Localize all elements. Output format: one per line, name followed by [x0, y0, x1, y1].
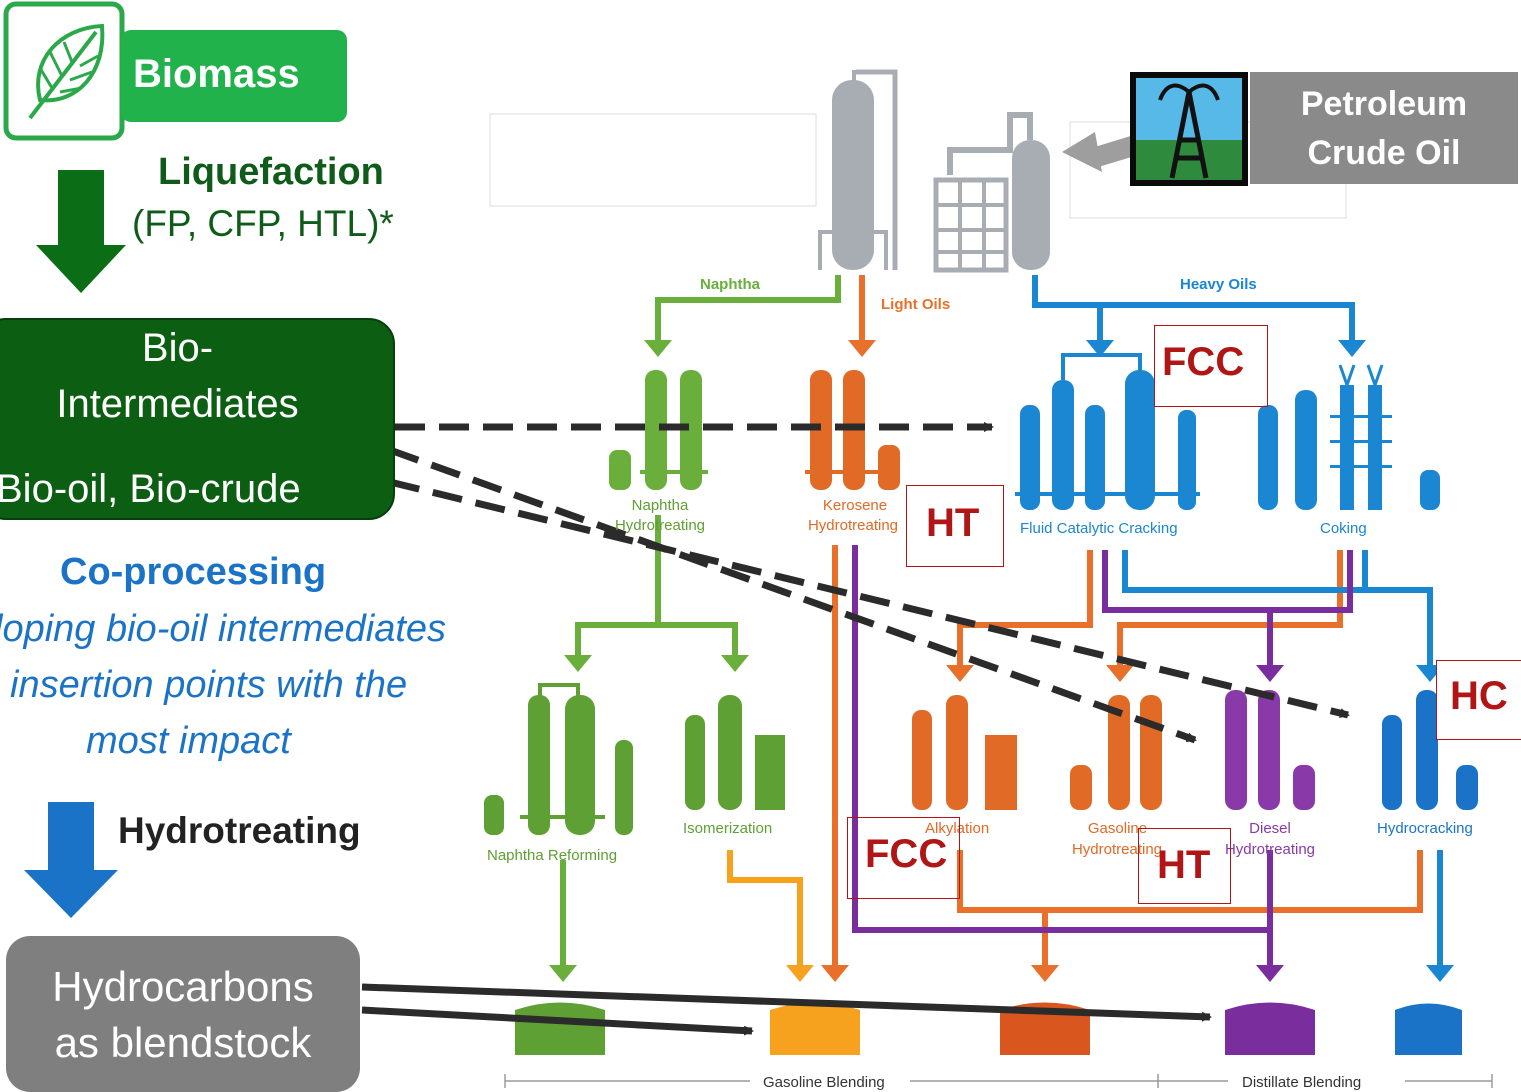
tank-alkylate — [1000, 1002, 1090, 1055]
isomerization-stream — [727, 850, 814, 982]
bio-intermediates-line2: Intermediates — [56, 382, 299, 426]
naphtha-stream-label: Naphtha — [700, 276, 760, 293]
isomerization-unit — [685, 695, 785, 810]
crude-oil-label-box — [1250, 72, 1518, 184]
bio-intermediates-line3: Bio-oil, Bio-crude — [0, 467, 301, 511]
gasoline-blending-label: Gasoline Blending — [763, 1074, 885, 1091]
hydrocracking-label: Hydrocracking — [1377, 820, 1473, 837]
hc-tag-label: HC — [1450, 674, 1508, 718]
isomerization-label: Isomerization — [683, 820, 773, 837]
naphtha-hydrotreating-label-1: Naphtha — [631, 497, 689, 514]
coprocessing-line2: insertion points with the — [10, 664, 408, 706]
hydrocarbons-box — [6, 936, 360, 1092]
light-oils-arrowheads — [821, 340, 1134, 982]
tank-distillate — [1395, 1003, 1462, 1055]
diesel-hydrotreating-label-2: Hydrotreating — [1224, 841, 1316, 858]
bio-intermediates-line1: Bio- — [141, 326, 214, 370]
liquefaction-arrow — [36, 170, 126, 293]
crude-oil-line2: Crude Oil — [1307, 134, 1461, 172]
coking-label: Coking — [1320, 520, 1367, 537]
fcc-tag-bottom-label: FCC — [865, 832, 948, 876]
hydrotreating-label: Hydrotreating — [118, 810, 361, 851]
ht-tag-bottom-label: HT — [1157, 843, 1211, 887]
ht-tag-mid-label: HT — [926, 501, 980, 545]
naphtha-hydrotreating-label-2: Hydrotreating — [614, 517, 706, 534]
diesel-stream — [852, 545, 1353, 970]
bio-intermediates-box — [0, 318, 395, 520]
hydrocarbons-line2: as blendstock — [54, 1019, 312, 1066]
tank-diesel — [1225, 1002, 1315, 1055]
liquefaction-subtitle: (FP, CFP, HTL)* — [132, 203, 394, 244]
blendstock-arrows — [361, 983, 1212, 1036]
tank-gasoline-components — [770, 1002, 860, 1055]
crude-oil-line1: Petroleum — [1300, 85, 1468, 123]
coprocessing-dashed-arrows — [388, 422, 1350, 744]
alkylation-label: Alkylation — [925, 820, 990, 837]
blank-label-box-left — [489, 113, 817, 207]
kerosene-hydrotreating-label-1: Kerosene — [822, 497, 888, 514]
diesel-hydrotreating-unit — [1225, 690, 1315, 810]
heavy-oils-arrowheads — [1086, 340, 1454, 982]
fcc-tag-top-label: FCC — [1162, 340, 1245, 384]
blending-axis — [504, 1074, 1493, 1088]
coprocessing-line1: loping bio-oil intermediates — [0, 608, 447, 650]
gasoline-hydrotreating-label-2: Hydrotreating — [1071, 841, 1163, 858]
alkylation-unit — [912, 695, 1017, 810]
diesel-hydrotreating-label-1: Diesel — [1249, 820, 1291, 837]
naphtha-stream — [560, 275, 841, 970]
fcc-unit — [1015, 353, 1200, 510]
oil-derrick-icon — [1130, 72, 1248, 186]
light-oils-stream — [832, 275, 1423, 970]
ht-tag-mid — [906, 485, 1004, 567]
hydrocracking-unit — [1382, 690, 1478, 810]
vacuum-distillation-unit — [933, 112, 1050, 273]
tank-naphtha-reformate — [515, 1002, 605, 1055]
heavy-oils-stream-label: Heavy Oils — [1180, 276, 1257, 293]
hydrotreating-arrow — [24, 802, 118, 918]
ht-tag-bottom — [1138, 828, 1231, 904]
crude-feed-arrowhead — [1062, 132, 1102, 172]
diesel-arrowheads — [1256, 665, 1284, 982]
naphtha-reforming-label: Naphtha Reforming — [487, 847, 618, 864]
gasoline-hydrotreating-label-1: Gasoline — [1087, 820, 1148, 837]
hydrocarbons-line1: Hydrocarbons — [52, 963, 314, 1010]
fcc-unit-label: Fluid Catalytic Cracking — [1020, 520, 1178, 537]
naphtha-hydrotreating-unit — [609, 370, 708, 490]
naphtha-arrowheads — [549, 340, 749, 982]
fcc-tag-bottom — [847, 817, 960, 899]
biomass-label: Biomass — [133, 52, 300, 96]
distillate-blending-label: Distillate Blending — [1242, 1074, 1362, 1091]
heavy-oils-stream — [1032, 275, 1443, 970]
liquefaction-title: Liquefaction — [158, 151, 384, 193]
kerosene-hydrotreating-label-2: Hydrotreating — [807, 517, 899, 534]
leaf-icon — [3, 1, 125, 141]
hc-tag — [1436, 660, 1521, 740]
coking-unit — [1258, 364, 1440, 510]
coprocessing-title: Co-processing — [60, 551, 327, 593]
crude-distillation-tower — [818, 69, 898, 270]
coprocessing-line3: most impact — [86, 720, 291, 762]
naphtha-reforming-unit — [484, 683, 633, 835]
light-oils-stream-label: Light Oils — [881, 296, 951, 313]
fcc-tag-top — [1154, 325, 1268, 407]
biomass-label-box — [121, 30, 347, 122]
